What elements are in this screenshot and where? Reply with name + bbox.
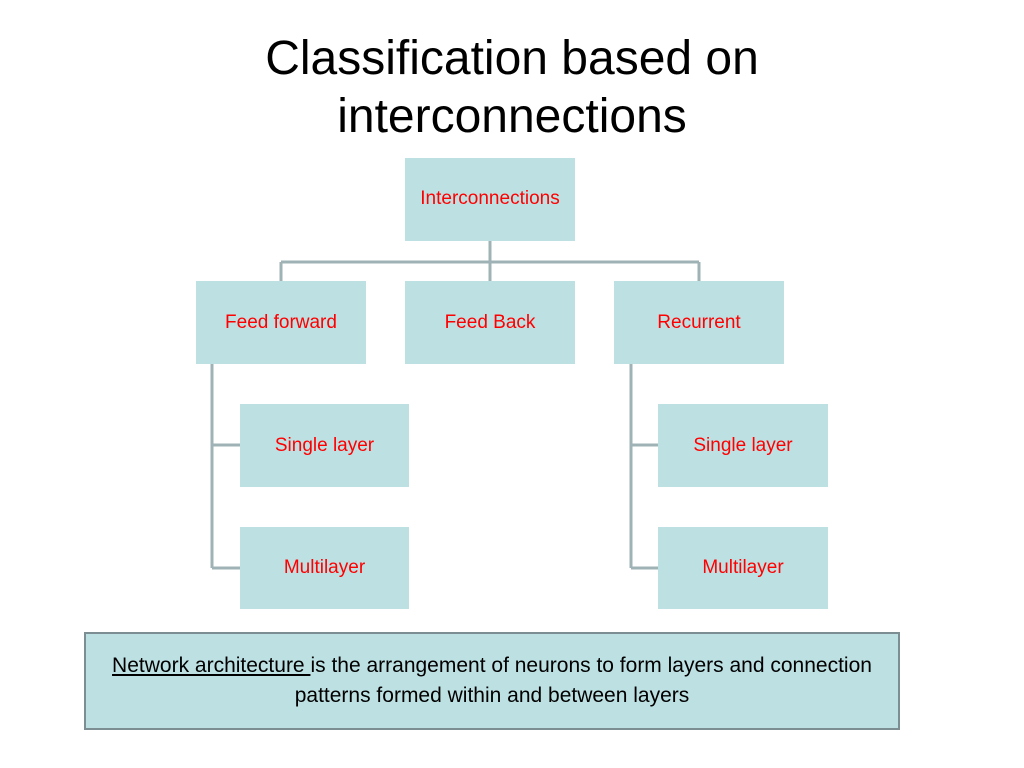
node-ff-multilayer: Multilayer — [240, 527, 409, 609]
node-rec-multilayer: Multilayer — [658, 527, 828, 609]
node-rec-single-layer: Single layer — [658, 404, 828, 487]
definition-body: is the arrangement of neurons to form la… — [294, 654, 872, 707]
node-interconnections: Interconnections — [405, 158, 575, 241]
node-feed-forward: Feed forward — [196, 281, 366, 364]
node-ff-single-layer: Single layer — [240, 404, 409, 487]
node-feed-back: Feed Back — [405, 281, 575, 364]
title-line-2: interconnections — [337, 90, 687, 143]
node-recurrent: Recurrent — [614, 281, 784, 364]
definition-note: Network architecture is the arrangement … — [84, 632, 900, 730]
slide-title: Classification based on interconnections — [0, 30, 1024, 146]
definition-text: Network architecture is the arrangement … — [106, 651, 878, 711]
title-line-1: Classification based on — [265, 32, 759, 85]
definition-term: Network architecture — [112, 654, 311, 677]
